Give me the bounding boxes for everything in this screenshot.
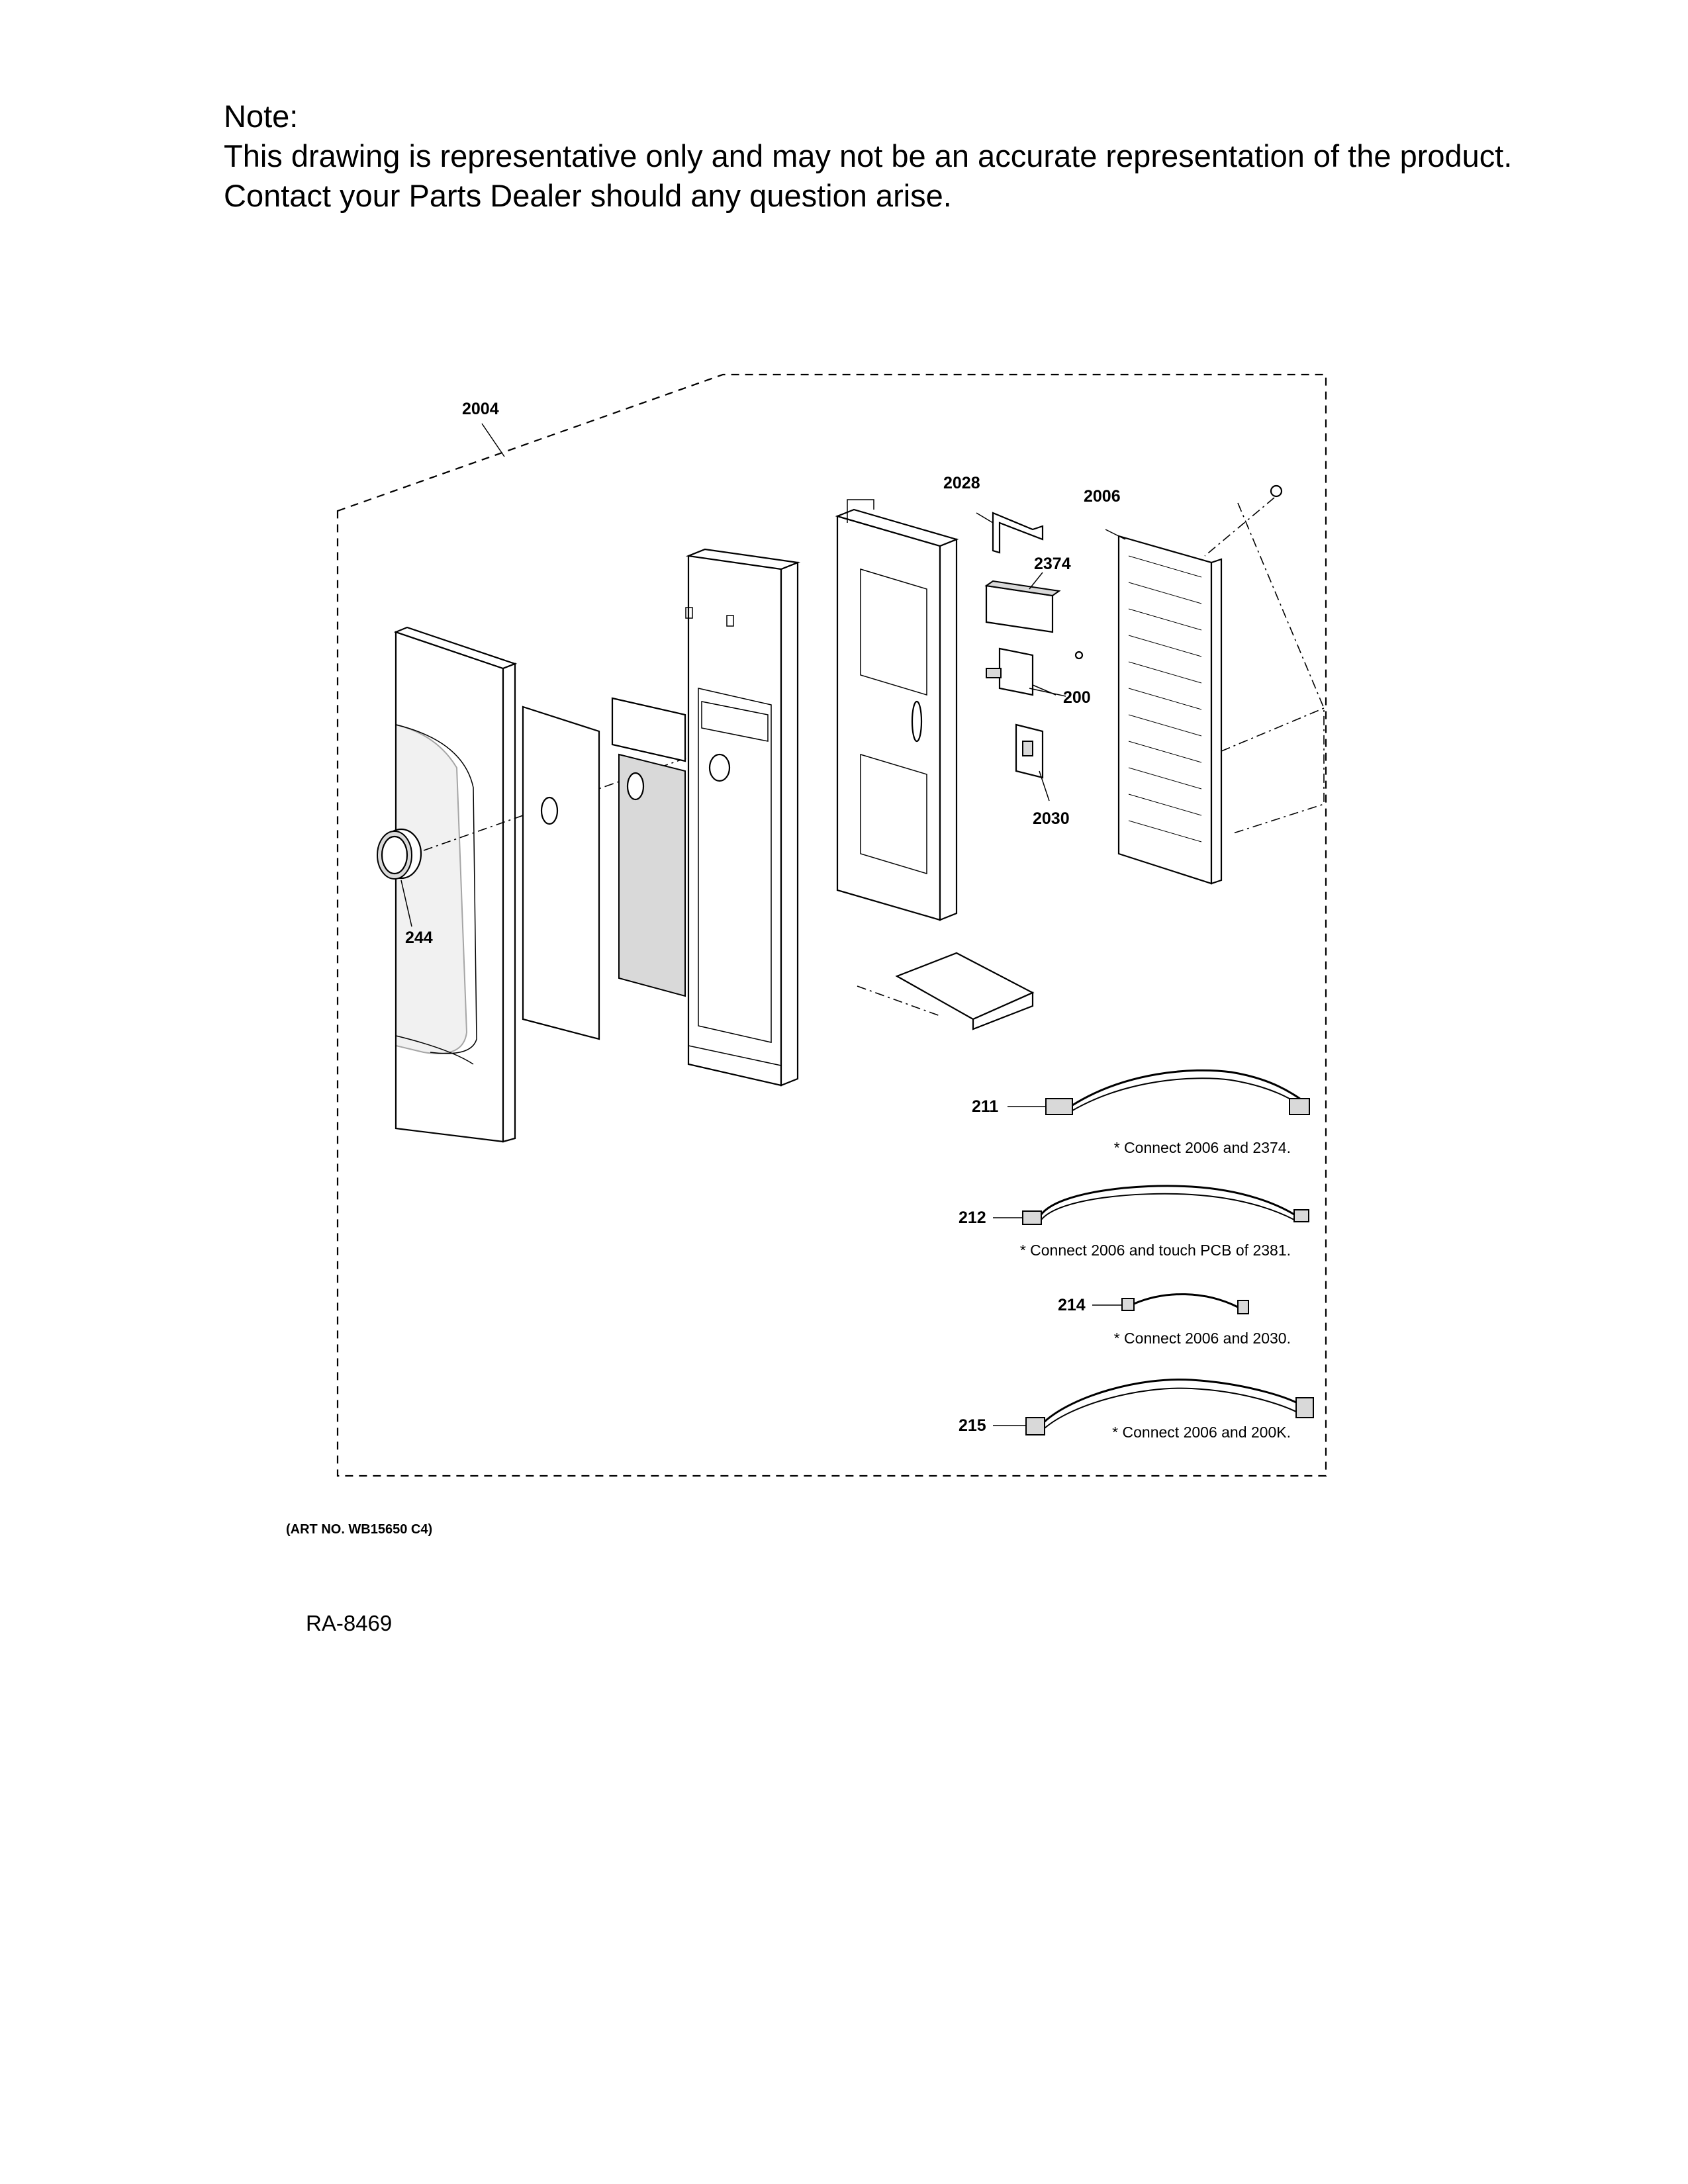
- harness-note-212: * Connect 2006 and touch PCB of 2381.: [1020, 1242, 1291, 1259]
- callout-2030: 2030: [1033, 809, 1070, 828]
- front-panel: [393, 626, 518, 1143]
- control-housing: [685, 548, 801, 1087]
- callout-2004: 2004: [462, 400, 499, 418]
- part-200: [986, 647, 1084, 697]
- harness-211: [1008, 1069, 1310, 1115]
- leader-2004: [481, 423, 505, 457]
- harness-note-214: * Connect 2006 and 2030.: [1114, 1330, 1291, 1347]
- harness-215: [993, 1378, 1314, 1435]
- harness-214: [1092, 1293, 1249, 1314]
- part-2028: [992, 512, 1044, 554]
- callout-212: 212: [959, 1208, 986, 1227]
- callout-211: 211: [972, 1097, 998, 1116]
- membrane-sheet-1: [522, 705, 600, 1040]
- callout-2028: 2028: [943, 474, 980, 492]
- note-line-1: This drawing is representative only and …: [224, 138, 1513, 173]
- note-heading: Note:: [224, 99, 299, 134]
- callout-2006: 2006: [1084, 487, 1121, 506]
- reference-number: RA-8469: [306, 1611, 393, 1635]
- knob-244: [377, 828, 422, 927]
- leader-2374: [1029, 572, 1043, 590]
- part-2006: [1117, 484, 1325, 885]
- pcb-traces: [1128, 555, 1202, 842]
- leader-2028: [976, 512, 994, 523]
- callout-244: 244: [405, 929, 433, 947]
- callout-200: 200: [1063, 688, 1091, 707]
- membrane-sheet-2: [611, 697, 686, 997]
- callout-215: 215: [959, 1416, 986, 1435]
- disclaimer-note: Note: This drawing is representative onl…: [224, 97, 1512, 216]
- callout-214: 214: [1058, 1296, 1086, 1314]
- part-2374: [984, 580, 1061, 633]
- harness-note-211: * Connect 2006 and 2374.: [1114, 1139, 1291, 1156]
- assembly-boundary: [336, 373, 1327, 1477]
- harness-note-215: * Connect 2006 and 200K.: [1112, 1424, 1291, 1441]
- harness-212: [993, 1185, 1309, 1225]
- art-number: (ART NO. WB15650 C4): [286, 1522, 433, 1537]
- part-2030: [1015, 723, 1050, 801]
- callout-2374: 2374: [1034, 555, 1071, 573]
- leader-2006: [1105, 529, 1126, 540]
- leader-200: [1032, 684, 1056, 696]
- note-line-2: Contact your Parts Dealer should any que…: [224, 178, 952, 213]
- foam-pad: [857, 952, 1035, 1030]
- mounting-bracket: [835, 499, 959, 921]
